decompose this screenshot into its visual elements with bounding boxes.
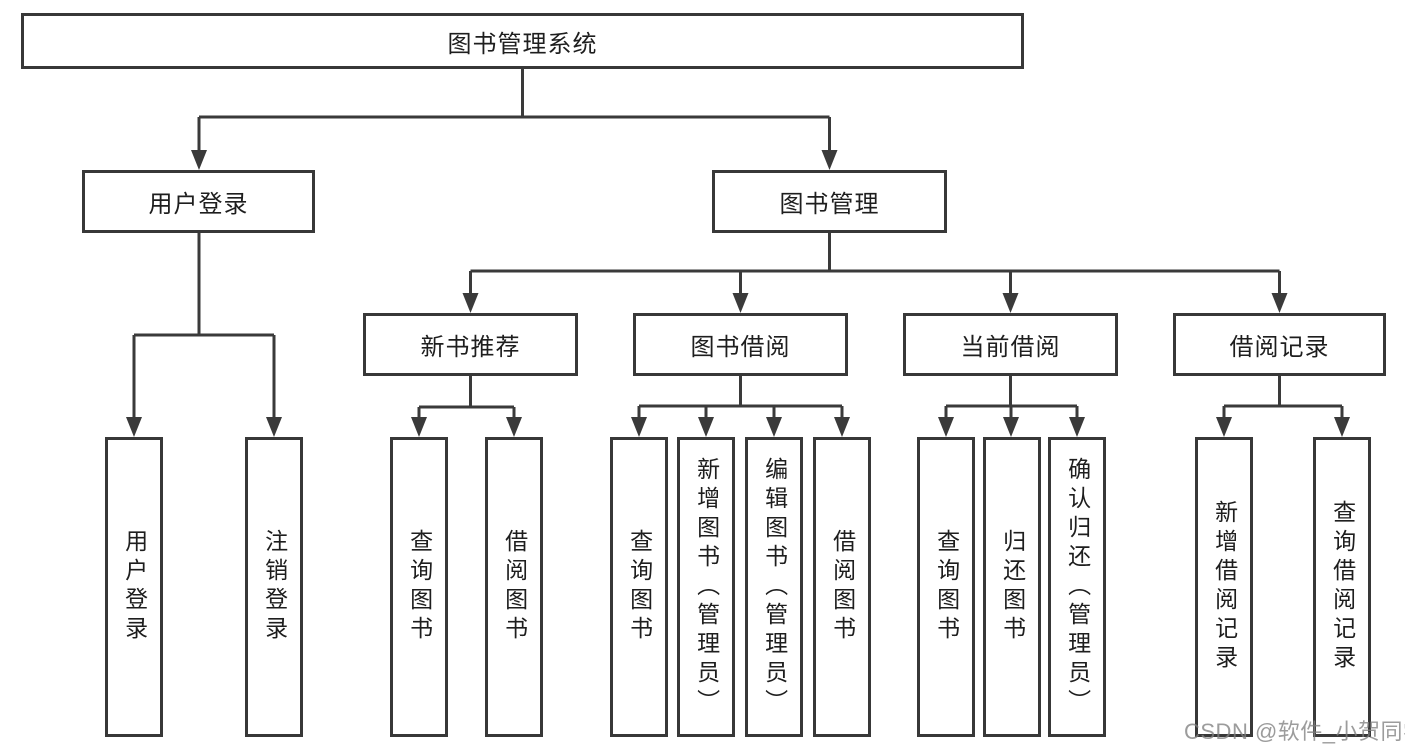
leaf-label: 查询借阅记录 bbox=[1329, 500, 1356, 674]
leaf-add-book-admin: 新增图书（管理员） bbox=[677, 437, 735, 737]
node-label: 图书管理系统 bbox=[447, 30, 598, 58]
connector-root-to-level2 bbox=[191, 69, 838, 170]
node-book-borrow: 图书借阅 bbox=[633, 313, 848, 376]
connector-book-management-sections bbox=[462, 233, 1288, 313]
node-user-login: 用户登录 bbox=[82, 170, 315, 233]
leaf-label: 借阅图书 bbox=[829, 529, 856, 645]
node-label: 图书管理 bbox=[779, 191, 880, 218]
node-library-system: 图书管理系统 bbox=[21, 13, 1024, 69]
node-label: 借阅记录 bbox=[1229, 334, 1330, 361]
leaf-edit-book-admin: 编辑图书（管理员） bbox=[745, 437, 803, 737]
leaf-logout: 注销登录 bbox=[245, 437, 303, 737]
leaf-query-books-3: 查询图书 bbox=[917, 437, 975, 737]
node-current-borrow: 当前借阅 bbox=[903, 313, 1118, 376]
leaf-confirm-return-admin: 确认归还（管理员） bbox=[1048, 437, 1106, 737]
node-borrow-records: 借阅记录 bbox=[1173, 313, 1386, 376]
leaf-user-login: 用户登录 bbox=[105, 437, 163, 737]
leaf-label: 新增图书（管理员） bbox=[693, 456, 720, 718]
node-label: 用户登录 bbox=[148, 191, 249, 218]
watermark: CSDN @软件_小贺同学 bbox=[1184, 719, 1405, 744]
leaf-label: 确认归还（管理员） bbox=[1064, 456, 1091, 718]
leaf-query-books-2: 查询图书 bbox=[610, 437, 668, 737]
leaf-add-borrow-record: 新增借阅记录 bbox=[1195, 437, 1253, 737]
node-new-book-recommend: 新书推荐 bbox=[363, 313, 578, 376]
connector-current-borrow-children bbox=[938, 376, 1085, 437]
leaf-label: 新增借阅记录 bbox=[1211, 500, 1238, 674]
connector-book-borrow-children bbox=[631, 376, 850, 437]
node-label: 新书推荐 bbox=[420, 334, 521, 361]
leaf-return-book: 归还图书 bbox=[983, 437, 1041, 737]
leaf-label: 查询图书 bbox=[406, 529, 433, 645]
leaf-label: 借阅图书 bbox=[501, 529, 528, 645]
leaf-borrow-books-2: 借阅图书 bbox=[813, 437, 871, 737]
connector-borrow-records-children bbox=[1216, 376, 1350, 437]
leaf-query-borrow-record: 查询借阅记录 bbox=[1313, 437, 1371, 737]
node-book-management: 图书管理 bbox=[712, 170, 947, 233]
leaf-label: 编辑图书（管理员） bbox=[761, 456, 788, 718]
node-label: 当前借阅 bbox=[960, 334, 1061, 361]
connector-user-login-children bbox=[126, 233, 282, 437]
leaf-label: 归还图书 bbox=[999, 529, 1026, 645]
leaf-label: 用户登录 bbox=[121, 529, 148, 645]
leaf-borrow-books-1: 借阅图书 bbox=[485, 437, 543, 737]
leaf-label: 查询图书 bbox=[626, 529, 653, 645]
leaf-query-books-1: 查询图书 bbox=[390, 437, 448, 737]
node-label: 图书借阅 bbox=[690, 334, 791, 361]
leaf-label: 查询图书 bbox=[933, 529, 960, 645]
connector-new-book-recommend-children bbox=[411, 376, 522, 437]
leaf-label: 注销登录 bbox=[261, 529, 288, 645]
